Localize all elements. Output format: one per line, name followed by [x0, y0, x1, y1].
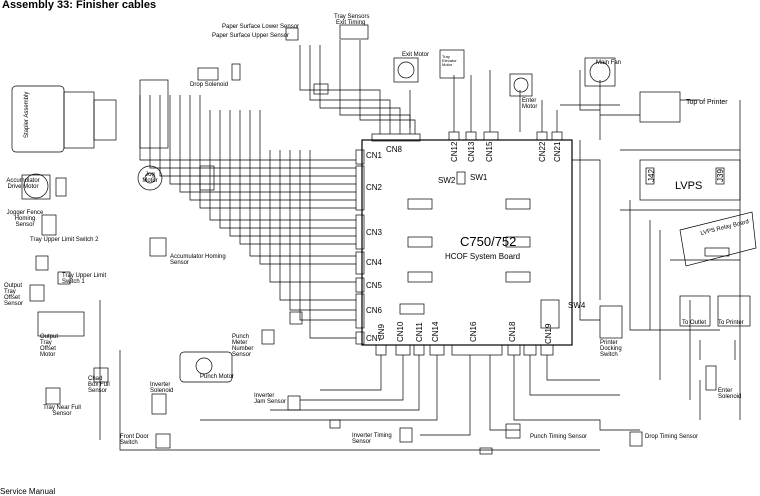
connector-j42: J42 [647, 169, 656, 182]
tray-upper-limit1-label: Tray Upper Limit Switch 1 [62, 273, 107, 285]
connector-cn16: CN16 [469, 321, 478, 342]
connector-cn11: CN11 [415, 322, 424, 342]
output-tray-sensor-label: Output Tray Offset Sensor [4, 283, 24, 307]
connector-j39: J39 [716, 169, 725, 182]
connector-cn3: CN3 [366, 228, 383, 237]
connector-cn5: CN5 [366, 281, 383, 290]
chad-box-label: Chad Box Full Sensor [88, 376, 110, 394]
connector-cn9: CN9 [377, 323, 386, 340]
connector-cn14: CN14 [431, 321, 440, 342]
connector-cn8: CN8 [386, 145, 403, 154]
jogger-fence-label: Jogger Fence Homing Sensor [6, 210, 44, 228]
to-outlet-label: To Outlet [682, 320, 707, 326]
drop-timing-label: Drop Timing Sensor [645, 434, 699, 440]
connector-cn18: CN18 [508, 321, 517, 342]
exit-timing-label: Exit Timing [336, 20, 366, 26]
top-of-printer-label: Top of Printer [686, 99, 728, 106]
connector-cn13: CN13 [467, 141, 476, 162]
page-footer: Service Manual [0, 487, 56, 496]
paper-lower-sensor-label: Paper Surface Lower Sensor [222, 24, 300, 30]
connector-cn10: CN10 [396, 321, 405, 342]
connector-cn2: CN2 [366, 183, 383, 192]
tray-sensors-label: Tray Sensors [334, 14, 370, 20]
stapler-assembly-label: Stapler Assembly [24, 91, 30, 138]
exit-motor-label: Exit Motor [402, 52, 430, 58]
printer-docking-label: Printer Docking Switch [600, 340, 622, 358]
to-printer-label: To Printer [718, 320, 744, 326]
punch-meter-label: Punch Meter Number Sensor [232, 334, 254, 358]
paper-upper-sensor-label: Paper Surface Upper Sensor [212, 33, 290, 39]
lvps-label: LVPS [675, 180, 703, 192]
tray-upper-limit2-label: Tray Upper Limit Switch 2 [30, 237, 99, 243]
connector-cn21: CN21 [553, 141, 562, 162]
connector-cn15: CN15 [485, 141, 494, 162]
connector-cn6: CN6 [366, 306, 383, 315]
main-fan-label: Main Fan [596, 60, 622, 66]
inverter-solenoid-label: Inverter Solenoid [150, 382, 174, 394]
punch-timing-label: Punch Timing Sensor [530, 434, 588, 440]
connector-cn19: CN19 [544, 323, 553, 344]
connector-cn4: CN4 [366, 258, 383, 267]
tray-near-full-label: Tray Near Full Sensor [43, 405, 81, 417]
connector-cn7: CN7 [366, 334, 383, 343]
acc-drive-motor-label: Accumulator Drive Motor [6, 178, 40, 190]
connector-cn1: CN1 [366, 151, 383, 160]
connector-cn12: CN12 [450, 141, 459, 162]
enter-solenoid-label: Enter Solenoid [718, 388, 742, 400]
acc-homing-label: Accumulator Homing Sensor [170, 254, 226, 266]
switch-sw2: SW2 [438, 176, 456, 185]
tray-elevator-label: Tray Elevator Motor [442, 54, 457, 67]
connector-sw4: SW4 [568, 301, 586, 310]
board-subtitle: HCOF System Board [445, 252, 521, 261]
enter-motor-label: Enter Motor [522, 98, 538, 110]
page-title: Assembly 33: Finisher cables [2, 0, 157, 11]
inverter-jam-label: Inverter Jam Sensor [254, 393, 287, 405]
output-tray-motor-label: Output Tray Offset Motor [40, 334, 59, 358]
board-title: C750/752 [460, 234, 517, 249]
drop-solenoid-label: Drop Solenoid [190, 82, 229, 88]
switch-sw1: SW1 [470, 173, 488, 182]
front-door-label: Front Door Switch [120, 434, 149, 446]
connector-cn22: CN22 [538, 141, 547, 162]
jog-motor-label: Jog Motor [142, 172, 158, 184]
punch-motor-label: Punch Motor [200, 374, 235, 380]
inverter-timing-label: Inverter Timing Sensor [352, 433, 392, 445]
